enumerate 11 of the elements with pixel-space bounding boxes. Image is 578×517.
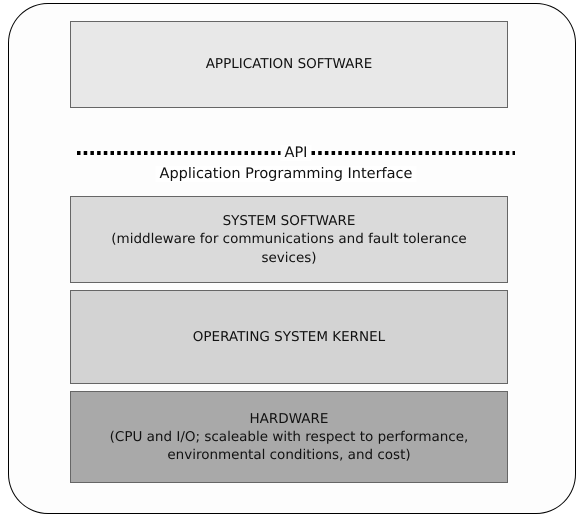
layer-title: APPLICATION SOFTWARE (206, 55, 372, 74)
layer-box (70, 21, 508, 108)
layer-description: (middleware for communications and fault tolerance sevices) (110, 230, 468, 267)
layer-box (70, 391, 508, 483)
outer-frame (8, 3, 576, 514)
layer-title: SYSTEM SOFTWARE (222, 212, 356, 230)
layer-title: HARDWARE (250, 410, 328, 428)
layer-box (70, 196, 508, 283)
layer-title: OPERATING SYSTEM KERNEL (192, 328, 386, 346)
layer-box (70, 290, 508, 384)
layer-description: (CPU and I/O; scaleable with respect to performance, environmental conditions, and cost) (108, 428, 470, 464)
